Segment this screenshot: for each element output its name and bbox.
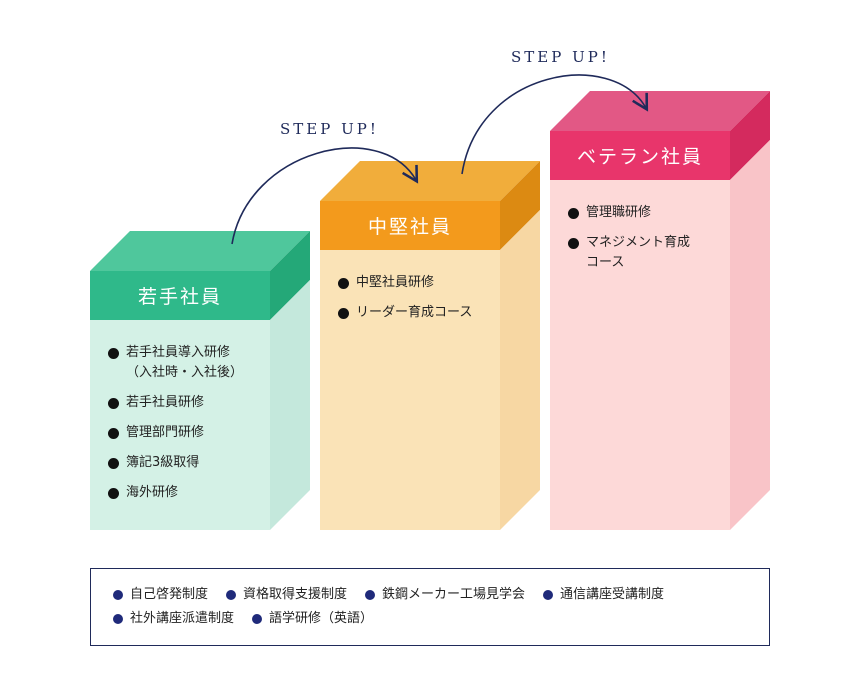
junior-block-top: [90, 231, 310, 271]
list-item-text: 若手社員導入研修: [126, 345, 231, 360]
step-up-arrow-1: [231, 147, 419, 245]
list-item: 社外講座派遣制度: [113, 607, 234, 631]
list-item: 管理職研修: [568, 203, 724, 223]
list-item: 通信講座受講制度: [543, 583, 664, 607]
veteran-training-list: 管理職研修 マネジメント育成コース: [568, 203, 724, 283]
mid-block: 中堅社員 中堅社員研修 リーダー育成コース: [320, 201, 500, 530]
veteran-block-side-head: [730, 91, 770, 180]
mid-block-side: [500, 210, 540, 530]
list-item-text: 若手社員研修: [126, 395, 205, 410]
list-item: 若手社員研修: [108, 393, 264, 413]
list-item: 若手社員導入研修 （入社時・入社後）: [108, 343, 264, 383]
list-item: 簿記3級取得: [108, 453, 264, 473]
veteran-block: ベテラン社員 管理職研修 マネジメント育成コース: [550, 131, 730, 530]
list-item: 自己啓発制度: [113, 583, 208, 607]
list-item: リーダー育成コース: [338, 303, 494, 323]
list-item-text-line2: コース: [586, 255, 625, 270]
list-item-text: マネジメント育成: [586, 235, 691, 250]
list-item: マネジメント育成コース: [568, 233, 724, 273]
list-item-text: 簿記3級取得: [126, 455, 200, 470]
list-item-text: 管理部門研修: [126, 425, 205, 440]
veteran-block-title: ベテラン社員: [550, 131, 730, 180]
mid-block-side-head: [500, 161, 540, 250]
list-item-text: 中堅社員研修: [356, 275, 435, 290]
junior-block: 若手社員 若手社員導入研修 （入社時・入社後） 若手社員研修 管理部門研修 簿記3…: [90, 271, 270, 530]
support-systems-box: 自己啓発制度 資格取得支援制度 鉄鋼メーカー工場見学会 通信講座受講制度 社外講…: [90, 568, 770, 646]
junior-block-side: [270, 280, 310, 530]
list-item: 語学研修（英語）: [252, 607, 373, 631]
list-item: 管理部門研修: [108, 423, 264, 443]
mid-training-list: 中堅社員研修 リーダー育成コース: [338, 273, 494, 333]
step-up-label-1: STEP UP!: [280, 120, 379, 138]
list-item-text: リーダー育成コース: [356, 305, 473, 320]
step-up-label-2: STEP UP!: [511, 48, 610, 66]
list-item: 鉄鋼メーカー工場見学会: [365, 583, 525, 607]
list-item-text-line2: （入社時・入社後）: [126, 365, 244, 380]
list-item: 海外研修: [108, 483, 264, 503]
mid-block-title: 中堅社員: [320, 201, 500, 250]
junior-block-title: 若手社員: [90, 271, 270, 320]
mid-block-top: [320, 161, 540, 201]
junior-block-side-head: [270, 231, 310, 320]
list-item-text: 海外研修: [126, 485, 179, 500]
step-up-arrow-2: [461, 74, 649, 175]
list-item-text: 管理職研修: [586, 205, 652, 220]
list-item: 中堅社員研修: [338, 273, 494, 293]
list-item: 資格取得支援制度: [226, 583, 347, 607]
veteran-block-top: [550, 91, 770, 131]
veteran-block-side: [730, 140, 770, 530]
junior-training-list: 若手社員導入研修 （入社時・入社後） 若手社員研修 管理部門研修 簿記3級取得 海…: [108, 343, 264, 513]
support-systems-list: 自己啓発制度 資格取得支援制度 鉄鋼メーカー工場見学会 通信講座受講制度 社外講…: [113, 583, 749, 631]
